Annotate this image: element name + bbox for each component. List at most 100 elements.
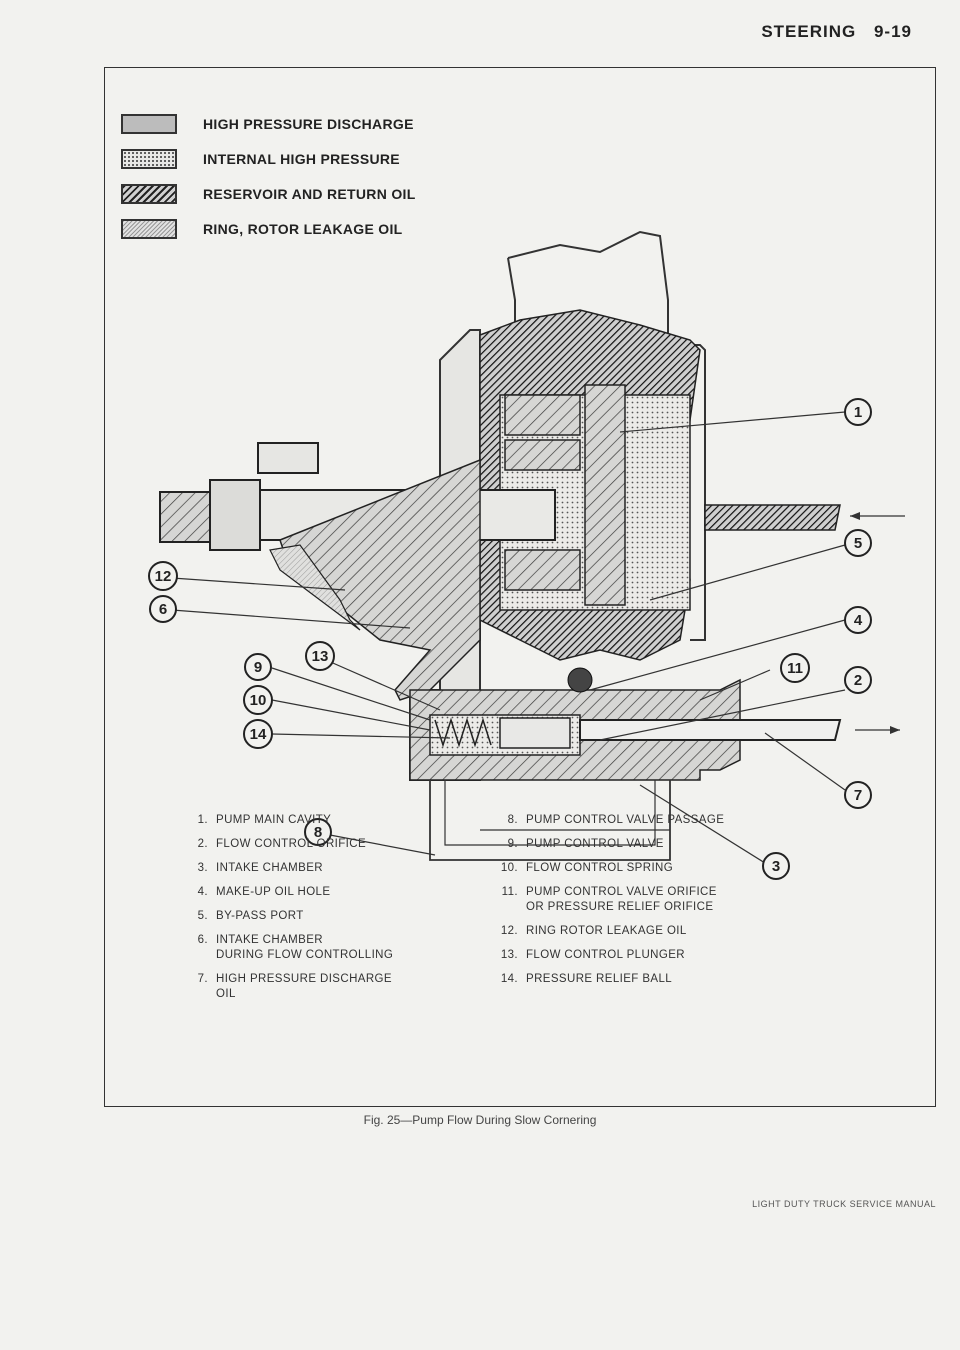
svg-text:14: 14 [250,726,267,743]
flow-control-plunger [499,717,571,749]
figure-caption: Fig. 25—Pump Flow During Slow Cornering [363,1113,597,1127]
svg-text:13: 13 [312,648,329,665]
reservoir-lower-outline [429,780,671,861]
return-oil-swatch [121,183,177,204]
part-description: INTAKE CHAMBER [216,862,323,874]
svg-text:2: 2 [854,672,862,689]
manual-footer: LIGHT DUTY TRUCK SERVICE MANUAL [752,1199,936,1209]
part-description: MAKE-UP OIL HOLE [216,886,331,898]
part-number: 12. [500,925,518,937]
high-pressure-swatch [121,113,177,134]
mounting-bracket [507,230,706,641]
part-number: 1. [197,814,208,826]
legend: HIGH PRESSURE DISCHARGE INTERNAL HIGH PR… [121,106,416,246]
part-description: FLOW CONTROL PLUNGER [526,949,686,961]
part-number: 8. [507,814,518,826]
part-list-item: 2. FLOW CONTROL ORIFICE [184,837,444,852]
callout-12: 12 [148,561,178,591]
flow-control-spring [434,717,492,748]
svg-text:12: 12 [155,568,172,585]
shaft-collar [209,479,261,551]
legend-item: RESERVOIR AND RETURN OIL [121,176,416,211]
part-number: 5. [197,910,208,922]
leader-lines [171,411,846,864]
part-list-item: 12. RING ROTOR LEAKAGE OIL [494,924,794,939]
reservoir-inner-outline [444,780,656,846]
part-description: PUMP CONTROL VALVE PASSAGE [526,814,725,826]
callout-3: 3 [762,852,790,880]
part-list-item: 5. BY-PASS PORT [184,909,444,924]
legend-label: INTERNAL HIGH PRESSURE [203,150,400,167]
part-list-item: 8. PUMP CONTROL VALVE PASSAGE [494,813,794,828]
callout-5: 5 [844,529,872,557]
callout-14: 14 [243,719,273,749]
legend-label: RING, ROTOR LEAKAGE OIL [203,220,403,237]
callout-6: 6 [149,595,177,623]
part-list-item: 9. PUMP CONTROL VALVE [494,837,794,852]
part-description: FLOW CONTROL ORIFICE [216,838,367,850]
pressure-relief-ball [567,667,593,693]
part-number: 3. [197,862,208,874]
parts-column-right: 8. PUMP CONTROL VALVE PASSAGE 9. PUMP CONTR… [494,813,794,996]
legend-item: HIGH PRESSURE DISCHARGE [121,106,416,141]
part-description: PUMP CONTROL VALVE [526,838,664,850]
legend-label: HIGH PRESSURE DISCHARGE [203,115,414,132]
part-list-item: 13. FLOW CONTROL PLUNGER [494,948,794,963]
part-number: 11. [501,886,518,898]
svg-text:1: 1 [854,404,862,421]
svg-text:3: 3 [772,858,780,875]
return-arrow-head [850,512,860,520]
legend-item: RING, ROTOR LEAKAGE OIL [121,211,416,246]
leakage-oil-swatch [121,218,177,239]
discharge-tube [579,719,842,741]
callout-8: 8 [304,818,332,846]
legend-label: RESERVOIR AND RETURN OIL [203,185,416,202]
callout-11: 11 [780,653,810,683]
part-list-item: 1.PUMP MAIN CAVITY [184,813,444,828]
part-number: 14. [500,973,518,985]
part-number: 2. [197,838,208,850]
part-list-item: 10. FLOW CONTROL SPRING [494,861,794,876]
callout-10: 10 [243,685,273,715]
rotor-vane [504,439,581,471]
part-number: 6. [197,934,208,946]
callout-9: 9 [244,653,272,681]
callout-13: 13 [305,641,335,671]
rotor-vane [504,549,581,591]
part-description: BY-PASS PORT [216,910,304,922]
callout-2: 2 [844,666,872,694]
figure-frame: HIGH PRESSURE DISCHARGE INTERNAL HIGH PR… [104,67,936,1107]
part-list-item: 4.MAKE-UP OIL HOLE [184,885,444,900]
svg-text:9: 9 [254,659,262,676]
section-title: STEERING [761,22,857,41]
svg-text:11: 11 [787,660,803,677]
svg-text:6: 6 [159,601,167,618]
page-header: STEERING 9-19 [749,22,912,42]
svg-text:8: 8 [314,824,322,841]
part-description: FLOW CONTROL SPRING [526,862,674,874]
part-number: 10. [500,862,518,874]
part-description: RING ROTOR LEAKAGE OIL [526,925,687,937]
svg-text:4: 4 [854,612,863,629]
legend-item: INTERNAL HIGH PRESSURE [121,141,416,176]
part-number: 7. [197,973,208,985]
part-number: 13. [500,949,518,961]
return-line-hatched [704,504,841,531]
part-description: PRESSURE RELIEF BALL [526,973,673,985]
svg-text:10: 10 [250,692,267,709]
svg-text:5: 5 [854,535,862,552]
callout-7: 7 [844,781,872,809]
callout-4: 4 [844,606,872,634]
svg-text:7: 7 [854,787,862,804]
part-number: 9. [507,838,518,850]
internal-pressure-swatch [121,148,177,169]
part-list-item: 3. INTAKE CHAMBER [184,861,444,876]
part-list-item: 14. PRESSURE RELIEF BALL [494,972,794,987]
callout-1: 1 [844,398,872,426]
